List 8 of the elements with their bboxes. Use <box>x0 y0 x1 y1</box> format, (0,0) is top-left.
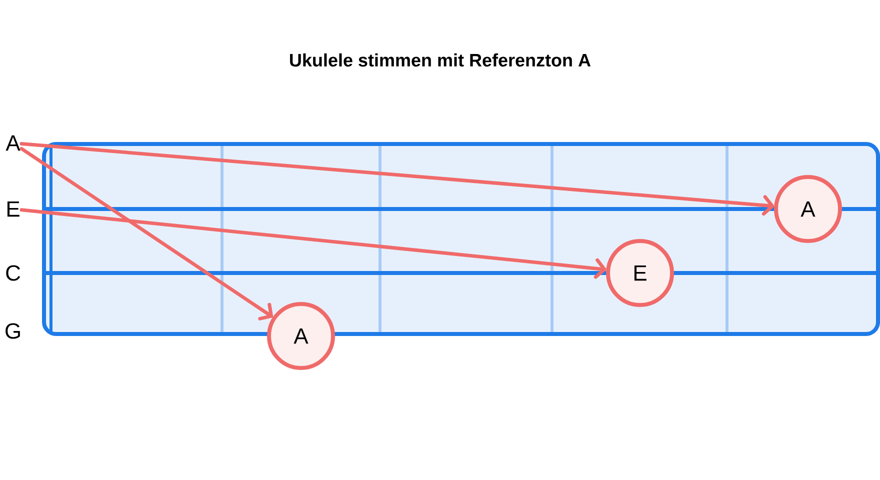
arrow <box>20 146 274 320</box>
title: Ukulele stimmen mit Referenzton A <box>290 53 591 67</box>
arrow <box>20 142 774 216</box>
string-label: A <box>6 135 20 151</box>
arrow <box>20 208 606 279</box>
string-label: C <box>6 265 20 281</box>
string-label: E <box>7 201 20 217</box>
string-label: G <box>6 323 20 339</box>
